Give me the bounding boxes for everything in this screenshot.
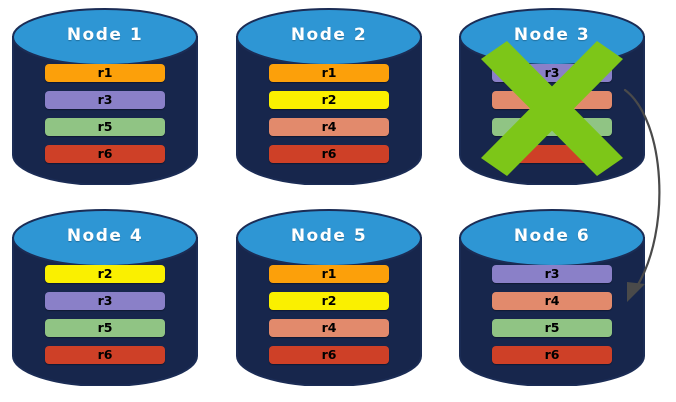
replica-bar[interactable]: r2 xyxy=(269,292,389,310)
node-5-replica-list: r1 r2 r4 r6 xyxy=(269,265,389,373)
replica-bar[interactable]: r5 xyxy=(45,118,165,136)
node-6[interactable]: Node 6 r3 r4 r5 r6 xyxy=(459,208,645,386)
replica-bar[interactable]: r5 xyxy=(492,319,612,337)
node-2[interactable]: Node 2 r1 r2 r4 r6 xyxy=(236,7,422,185)
replica-bar[interactable]: r5 xyxy=(492,118,612,136)
node-4[interactable]: Node 4 r2 r3 r5 r6 xyxy=(12,208,198,386)
replica-bar[interactable]: r1 xyxy=(269,265,389,283)
replica-bar[interactable]: r3 xyxy=(45,91,165,109)
replica-bar[interactable]: r4 xyxy=(269,319,389,337)
node-1[interactable]: Node 1 r1 r3 r5 r6 xyxy=(12,7,198,185)
node-2-replica-list: r1 r2 r4 r6 xyxy=(269,64,389,172)
node-4-replica-list: r2 r3 r5 r6 xyxy=(45,265,165,373)
replica-bar[interactable]: r1 xyxy=(269,64,389,82)
replica-bar[interactable]: r3 xyxy=(492,265,612,283)
replica-bar[interactable]: r5 xyxy=(45,319,165,337)
node-5[interactable]: Node 5 r1 r2 r4 r6 xyxy=(236,208,422,386)
node-3[interactable]: Node 3 r3 r4 r5 r6 xyxy=(459,7,645,185)
replica-bar[interactable]: r3 xyxy=(492,64,612,82)
replica-bar[interactable]: r1 xyxy=(45,64,165,82)
replica-bar[interactable]: r6 xyxy=(492,145,612,163)
replica-bar[interactable]: r4 xyxy=(492,292,612,310)
replica-bar[interactable]: r6 xyxy=(269,346,389,364)
node-3-replica-list: r3 r4 r5 r6 xyxy=(492,64,612,172)
replica-bar[interactable]: r3 xyxy=(45,292,165,310)
node-6-replica-list: r3 r4 r5 r6 xyxy=(492,265,612,373)
replica-bar[interactable]: r6 xyxy=(45,346,165,364)
node-1-replica-list: r1 r3 r5 r6 xyxy=(45,64,165,172)
replica-bar[interactable]: r2 xyxy=(45,265,165,283)
replica-bar[interactable]: r4 xyxy=(492,91,612,109)
replica-bar[interactable]: r6 xyxy=(492,346,612,364)
replica-bar[interactable]: r2 xyxy=(269,91,389,109)
replica-bar[interactable]: r6 xyxy=(45,145,165,163)
replica-bar[interactable]: r4 xyxy=(269,118,389,136)
replica-bar[interactable]: r6 xyxy=(269,145,389,163)
